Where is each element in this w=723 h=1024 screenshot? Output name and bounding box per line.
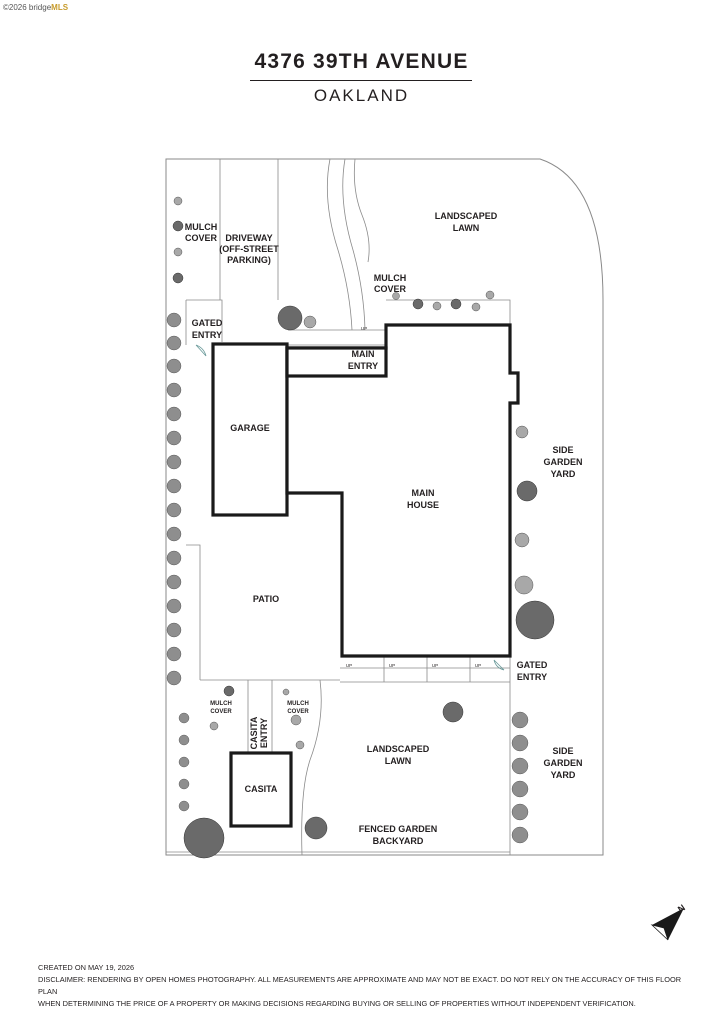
address-title: 4376 39TH AVENUE (254, 50, 469, 73)
footer: CREATED ON MAY 19, 2026 DISCLAIMER: REND… (38, 962, 698, 1010)
created-date: CREATED ON MAY 19, 2026 (38, 963, 135, 972)
watermark-prefix: ©2026 bridge (3, 3, 52, 12)
label-patio: PATIO (253, 594, 279, 604)
casita-wall (229, 751, 293, 828)
door-swings (195, 344, 505, 671)
site-lines (166, 158, 511, 856)
garage-main-link (285, 346, 388, 378)
step-up-marker: UP (361, 326, 367, 331)
label-garage: GARAGE (230, 423, 270, 433)
city-subtitle: OAKLAND (313, 86, 410, 105)
watermark: ©2026 bridgeMLS (3, 3, 68, 12)
disclaimer-line-1: DISCLAIMER: RENDERING BY OPEN HOMES PHOT… (38, 975, 682, 996)
step-up-marker: UP (346, 663, 352, 668)
step-up-marker: UP (475, 663, 481, 668)
step-markers: UP UP UP UP UP (346, 326, 481, 668)
north-arrow-icon: N (650, 902, 687, 941)
plants (166, 196, 555, 859)
title-divider (250, 80, 472, 81)
label-casita-entry: CASITAENTRY (249, 716, 269, 749)
main-house-wall (285, 323, 520, 658)
disclaimer-line-2: WHEN DETERMINING THE PRICE OF A PROPERTY… (38, 999, 636, 1008)
step-up-marker: UP (389, 663, 395, 668)
lot-boundary (165, 158, 604, 856)
north-label: N (676, 902, 687, 914)
label-casita: CASITA (245, 784, 278, 794)
watermark-brand: MLS (51, 3, 69, 12)
step-up-marker: UP (432, 663, 438, 668)
